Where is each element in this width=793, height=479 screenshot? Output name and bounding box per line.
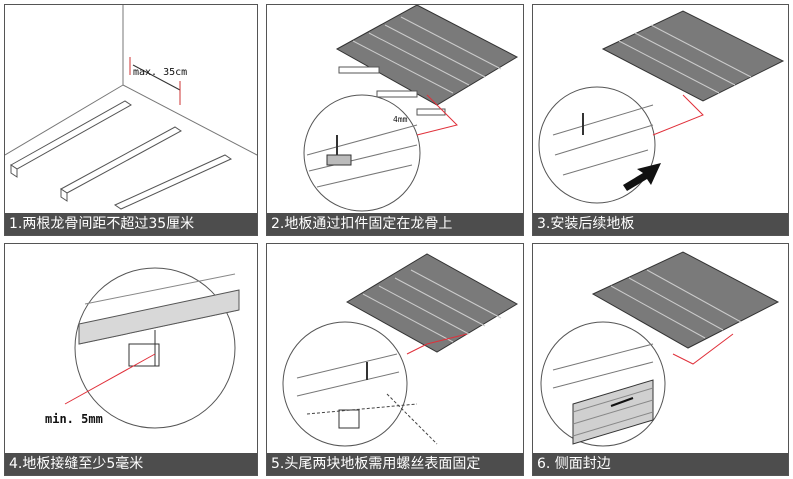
step-panel-4: min. 5mm 4.地板接缝至少5毫米 [4,243,258,476]
clip-gap-label: 4mm [393,115,408,124]
joint-gap-illustration [64,267,240,429]
step-panel-3: 3.安装后续地板 [532,4,789,236]
next-board-illustration [538,10,785,204]
step-caption-3: 3.安装后续地板 [533,213,788,235]
step-panel-6: 6. 侧面封边 [532,243,789,476]
joist-spacing-illustration [5,5,257,210]
min-gap-label: min. 5mm [45,412,103,426]
end-screw-illustration [282,253,518,447]
max-spacing-label: max. 35cm [133,67,188,78]
step-panel-5: 5.头尾两块地板需用螺丝表面固定 [266,243,524,476]
step-caption-1: 1.两根龙骨间距不超过35厘米 [5,213,257,235]
step-panel-1: max. 35cm 1.两根龙骨间距不超过35厘米 [4,4,258,236]
step-caption-6: 6. 侧面封边 [533,453,788,475]
step-caption-2: 2.地板通过扣件固定在龙骨上 [267,213,523,235]
step-caption-4: 4.地板接缝至少5毫米 [5,453,257,475]
step-panel-2: 4mm 2.地板通过扣件固定在龙骨上 [266,4,524,236]
clip-fixing-illustration [303,5,519,212]
side-trim-illustration [540,251,780,447]
step-caption-5: 5.头尾两块地板需用螺丝表面固定 [267,453,523,475]
